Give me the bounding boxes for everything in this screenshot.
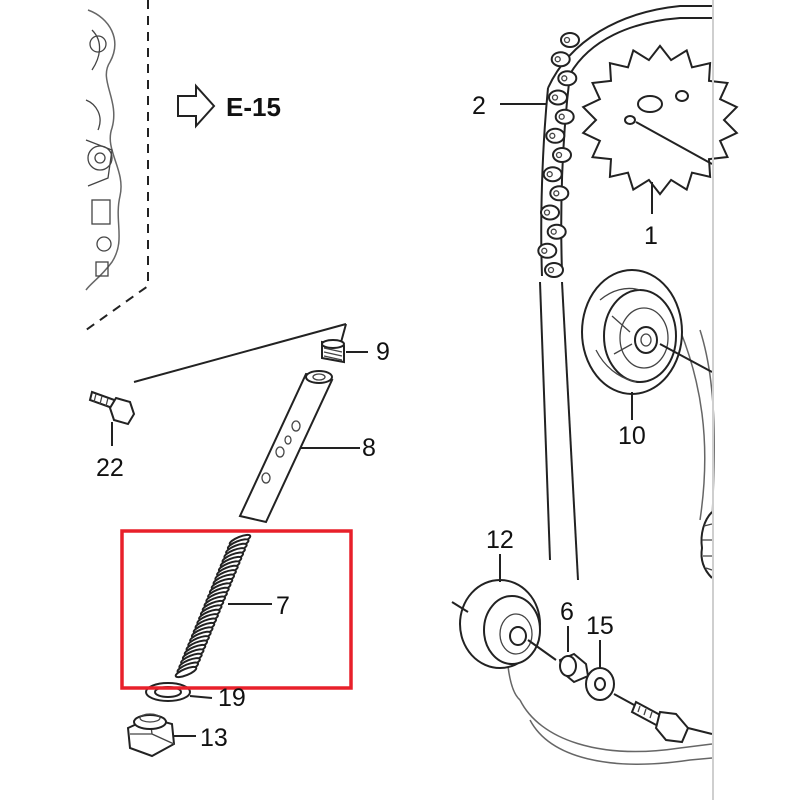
tensioner-pulley	[581, 269, 713, 395]
washer	[585, 667, 637, 707]
tensioner-spring	[174, 533, 272, 679]
sealing-washer	[145, 682, 213, 702]
callout-12: 12	[486, 526, 514, 554]
chain-pin	[551, 94, 559, 101]
callout-2: 2	[472, 92, 486, 120]
chain-pin	[541, 247, 548, 254]
reference-arrow[interactable]: E-15	[177, 83, 281, 129]
reference-label: E-15	[226, 92, 281, 122]
callout-1: 1	[644, 222, 658, 250]
plug-bolt	[126, 713, 196, 758]
chain-pin	[546, 171, 553, 178]
callout-6: 6	[560, 598, 574, 626]
cam-sprocket	[581, 44, 739, 196]
partial-gear	[700, 511, 713, 579]
callout-15: 15	[586, 612, 614, 640]
chain-pin	[547, 266, 555, 274]
callout-19: 19	[218, 684, 246, 712]
flange-bolt-lower	[630, 700, 713, 744]
highlight-box	[120, 529, 353, 690]
callout-13: 13	[200, 724, 228, 752]
callout-22: 22	[96, 454, 124, 482]
chain-pin	[550, 228, 557, 235]
engine-case-fragment	[85, 9, 122, 291]
callout-8: 8	[362, 434, 376, 462]
dashed-boundary	[85, 0, 149, 331]
spring-coil	[174, 665, 198, 679]
chain-pin	[561, 75, 568, 82]
tensioner-holder	[133, 323, 360, 524]
collar	[527, 639, 590, 684]
chain-pin	[549, 132, 556, 139]
chain-pin	[543, 209, 551, 216]
sealing-bolt	[321, 339, 368, 364]
outline-arrow-right-icon	[177, 83, 216, 129]
chain-pin	[558, 113, 565, 120]
chain-pin	[553, 190, 560, 197]
chain-links	[537, 32, 580, 278]
chain-pin	[554, 56, 561, 63]
flange-bolt-22	[88, 390, 136, 446]
chain-pin	[563, 36, 571, 44]
chain-pin	[555, 151, 563, 159]
callout-9: 9	[376, 338, 390, 366]
callout-10: 10	[618, 422, 646, 450]
callout-7: 7	[276, 592, 290, 620]
idler-pulley	[451, 579, 541, 669]
